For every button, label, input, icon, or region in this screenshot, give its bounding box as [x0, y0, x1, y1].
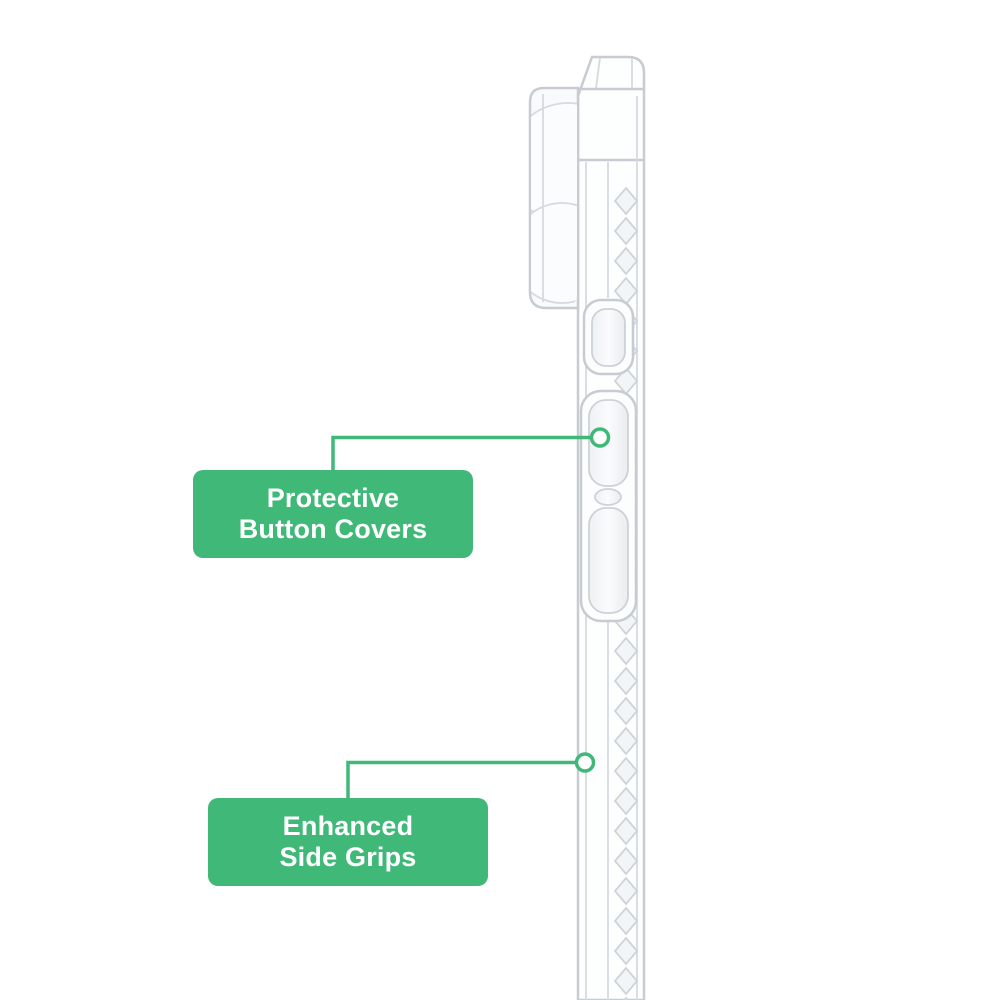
connector-line-side-grips [346, 760, 576, 799]
callout-protective-button-covers: Protective Button Covers [193, 470, 473, 558]
top-button-cover [582, 298, 635, 376]
button-covers [579, 298, 638, 623]
camera-bump [528, 86, 580, 310]
volume-button-covers [579, 389, 638, 623]
callout-text-line: Enhanced [282, 811, 414, 841]
connector-line-button-covers [331, 435, 591, 471]
callout-text-line: Protective [266, 483, 400, 513]
callout-point-button-covers [589, 427, 611, 448]
callout-text-line: Button Covers [238, 514, 428, 544]
callout-text-line: Side Grips [279, 842, 417, 872]
callout-point-side-grips [574, 752, 596, 773]
callout-enhanced-side-grips: Enhanced Side Grips [208, 798, 488, 886]
